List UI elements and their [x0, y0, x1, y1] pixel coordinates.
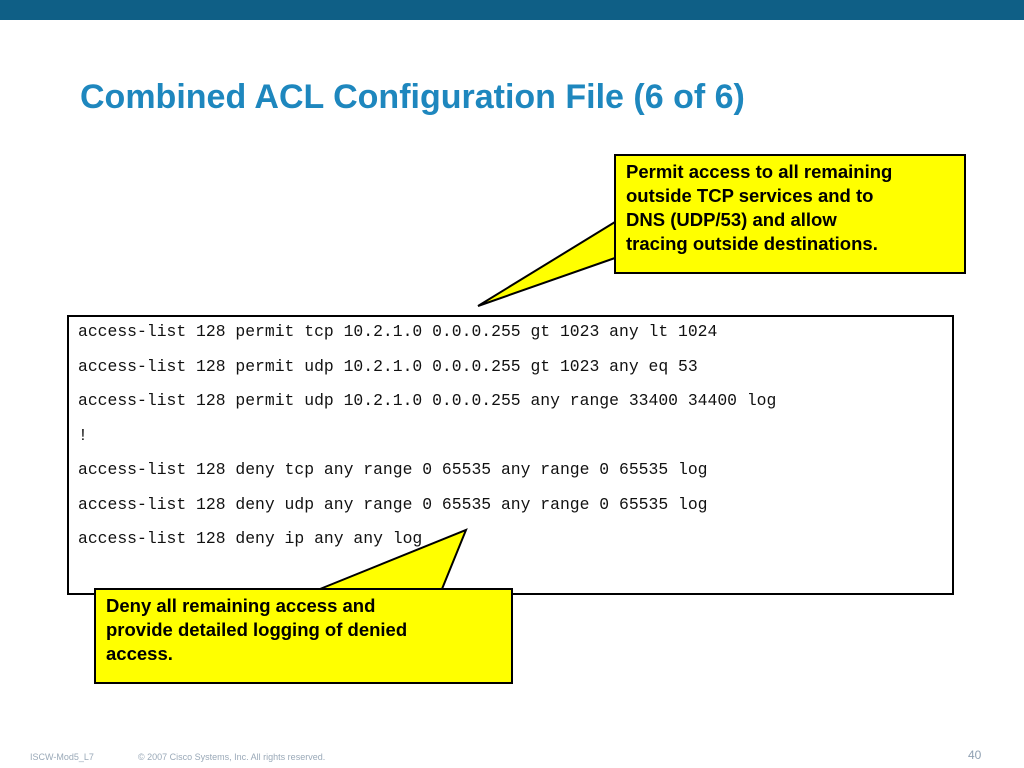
callout-text-line: tracing outside destinations. [626, 233, 878, 254]
code-line: access-list 128 permit udp 10.2.1.0 0.0.… [78, 357, 698, 376]
permit-callout: Permit access to all remaining outside T… [614, 154, 966, 274]
callout-text-line: Deny all remaining access and [106, 595, 376, 616]
code-line: access-list 128 deny udp any range 0 655… [78, 495, 708, 514]
code-line: access-list 128 permit udp 10.2.1.0 0.0.… [78, 391, 777, 410]
top-callout-pointer [477, 220, 616, 307]
code-line: access-list 128 deny ip any any log [78, 529, 423, 548]
bottom-callout-pointer [319, 528, 468, 590]
callout-text-line: DNS (UDP/53) and allow [626, 209, 837, 230]
top-banner [0, 0, 1024, 20]
callout-text-line: access. [106, 643, 173, 664]
footer-copyright: © 2007 Cisco Systems, Inc. All rights re… [138, 752, 326, 762]
code-line: access-list 128 permit tcp 10.2.1.0 0.0.… [78, 322, 718, 341]
callout-text-line: provide detailed logging of denied [106, 619, 408, 640]
footer-course-id: ISCW-Mod5_L7 [30, 752, 94, 762]
deny-callout: Deny all remaining access and provide de… [94, 588, 513, 684]
callout-text-line: outside TCP services and to [626, 185, 874, 206]
callout-text-line: Permit access to all remaining [626, 161, 893, 182]
code-line: access-list 128 deny tcp any range 0 655… [78, 460, 708, 479]
code-line: ! [78, 426, 88, 445]
code-listing-box: access-list 128 permit tcp 10.2.1.0 0.0.… [67, 315, 954, 595]
page-number: 40 [968, 748, 982, 762]
slide-title: Combined ACL Configuration File (6 of 6) [80, 78, 745, 116]
